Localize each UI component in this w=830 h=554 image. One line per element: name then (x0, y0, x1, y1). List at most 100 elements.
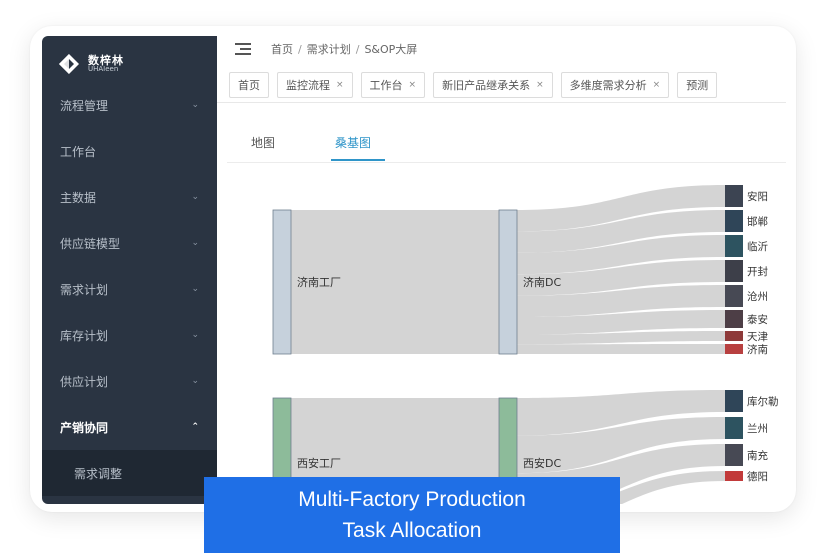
sidebar-item-process[interactable]: 流程管理 ⌄ (42, 82, 217, 128)
sankey-node-city (725, 310, 743, 328)
breadcrumb-demand-plan[interactable]: 需求计划 (306, 43, 351, 56)
sidebar-item-label: 供应计划 (60, 374, 109, 389)
caption-line-2: Task Allocation (342, 519, 482, 542)
sankey-flow-factory-dc (291, 210, 499, 354)
sankey-node-city (725, 210, 743, 232)
sankey-flow-dc-city (517, 310, 725, 335)
sankey-label-city: 库尔勒 (747, 395, 779, 408)
sankey-label-city: 沧州 (747, 290, 768, 303)
breadcrumb-current: S&OP大屏 (364, 43, 418, 56)
breadcrumb-home[interactable]: 首页 (271, 43, 293, 56)
sankey-node-city (725, 390, 743, 412)
logo-icon (59, 54, 79, 74)
sankey-node-city (725, 331, 743, 341)
chevron-down-icon: ⌄ (191, 238, 199, 248)
sankey-flow-dc-city (517, 344, 725, 354)
sankey-label-city: 南充 (747, 449, 768, 462)
sidebar: 数梓林 UHAIeen 流程管理 ⌄ 工作台 主数据 ⌄ 供应链模型 ⌄ 需求计… (42, 36, 217, 504)
sankey-node-city (725, 344, 743, 354)
sankey-label-city: 泰安 (747, 313, 768, 326)
sankey-flow-dc-city (517, 390, 725, 436)
sidebar-item-demand-plan[interactable]: 需求计划 ⌄ (42, 266, 217, 312)
sankey-node-city (725, 260, 743, 282)
sidebar-item-supply-chain-model[interactable]: 供应链模型 ⌄ (42, 220, 217, 266)
sankey-flow-dc-city (517, 235, 725, 275)
sidebar-item-label: 库存计划 (60, 328, 109, 343)
sidebar-item-inventory-plan[interactable]: 库存计划 ⌄ (42, 312, 217, 358)
brand-name-en: UHAIeen (88, 65, 119, 74)
sankey-label-dc: 西安DC (523, 456, 561, 470)
sidebar-subitem-demand-adjust[interactable]: 需求调整 (42, 450, 217, 496)
sankey-label-dc: 济南DC (523, 275, 561, 289)
close-icon[interactable]: × (536, 80, 544, 90)
caption-banner: Multi-Factory Production Task Allocation (204, 477, 620, 553)
view-tabs: 地图 桑基图 (227, 110, 786, 163)
menu-toggle-icon[interactable] (235, 43, 251, 55)
tab-label: 首页 (238, 79, 260, 92)
close-icon[interactable]: × (408, 80, 417, 90)
chevron-down-icon: ⌄ (191, 330, 199, 340)
tab-product-inheritance[interactable]: 新旧产品继承关系 × (433, 72, 553, 98)
sankey-label-city: 兰州 (747, 422, 768, 435)
sidebar-subitem-label: 需求调整 (74, 466, 123, 481)
app-window: 数梓林 UHAIeen 流程管理 ⌄ 工作台 主数据 ⌄ 供应链模型 ⌄ 需求计… (42, 36, 786, 504)
sankey-label-city: 安阳 (747, 190, 768, 203)
tab-label: 工作台 (369, 79, 403, 92)
sidebar-item-label: 工作台 (60, 144, 97, 159)
sankey-node-city (725, 185, 743, 207)
close-icon[interactable]: × (652, 80, 661, 90)
sidebar-item-master-data[interactable]: 主数据 ⌄ (42, 174, 217, 220)
chevron-down-icon: ⌄ (191, 284, 199, 294)
sidebar-item-sales-ops[interactable]: 产销协同 ⌃ (42, 404, 217, 450)
sidebar-item-workbench[interactable]: 工作台 (42, 128, 217, 174)
sankey-flow-dc-city (517, 331, 725, 345)
sankey-label-city: 开封 (747, 265, 768, 278)
tab-monitor-process[interactable]: 监控流程 × (277, 72, 353, 98)
main-panel: 首页 / 需求计划 / S&OP大屏 首页 监控流程 × 工作台 × (217, 36, 786, 504)
close-icon[interactable]: × (336, 80, 344, 90)
sankey-flow-dc-city (517, 260, 725, 296)
sankey-node-city (725, 444, 743, 466)
tab-label: 监控流程 (286, 79, 330, 92)
brand-name: 数梓林 (88, 53, 124, 67)
sankey-label-city: 临沂 (747, 240, 768, 253)
sankey-node-city (725, 471, 743, 481)
breadcrumb-separator: / (298, 42, 302, 56)
sankey-node-city (725, 285, 743, 307)
page-tabs: 首页 监控流程 × 工作台 × 新旧产品继承关系 × 多维度需求分析 × (217, 64, 786, 103)
chevron-down-icon: ⌄ (191, 100, 199, 110)
topbar: 首页 / 需求计划 / S&OP大屏 (217, 36, 786, 62)
sidebar-item-label: 流程管理 (60, 98, 109, 113)
breadcrumb-separator: / (355, 42, 360, 56)
sankey-label-factory: 西安工厂 (297, 456, 341, 470)
tab-demand-analysis[interactable]: 多维度需求分析 × (560, 72, 670, 98)
sidebar-item-label: 供应链模型 (60, 236, 121, 251)
sankey-node-city (725, 235, 743, 257)
sidebar-item-supply-plan[interactable]: 供应计划 ⌄ (42, 358, 217, 404)
tab-sankey[interactable]: 桑基图 (335, 136, 372, 150)
sankey-flow-dc-city (517, 210, 725, 253)
sidebar-item-label: 主数据 (60, 190, 97, 205)
sankey-node-dc (498, 209, 518, 355)
chevron-up-icon: ⌃ (191, 422, 199, 432)
tab-forecast[interactable]: 预测 (677, 72, 718, 98)
sankey-node-city (725, 417, 743, 439)
sankey-flow-dc-city (517, 285, 725, 318)
tab-home[interactable]: 首页 (229, 72, 269, 98)
caption-line-1: Multi-Factory Production (298, 488, 526, 511)
sankey-label-city: 天津 (747, 331, 768, 343)
tab-map[interactable]: 地图 (251, 136, 276, 150)
sankey-chart: 济南工厂济南DC西安工厂西安DC安阳邯郸临沂开封沧州泰安天津济南库尔勒兰州南充德… (272, 185, 779, 504)
chevron-down-icon: ⌄ (191, 192, 199, 202)
tab-label: 新旧产品继承关系 (442, 79, 531, 92)
sankey-label-city: 济南 (747, 343, 768, 356)
tab-label: 多维度需求分析 (569, 79, 647, 92)
sidebar-menu: 流程管理 ⌄ 工作台 主数据 ⌄ 供应链模型 ⌄ 需求计划 ⌄ 库存计划 ⌄ (42, 82, 217, 496)
active-tab-indicator (331, 159, 385, 161)
brand-logo[interactable]: 数梓林 UHAIeen (58, 46, 124, 82)
tab-workbench[interactable]: 工作台 × (360, 72, 426, 98)
sidebar-item-label: 产销协同 (60, 420, 109, 435)
sidebar-item-label: 需求计划 (60, 282, 109, 297)
tab-label: 预测 (686, 79, 709, 92)
sankey-node-factory (272, 209, 292, 355)
